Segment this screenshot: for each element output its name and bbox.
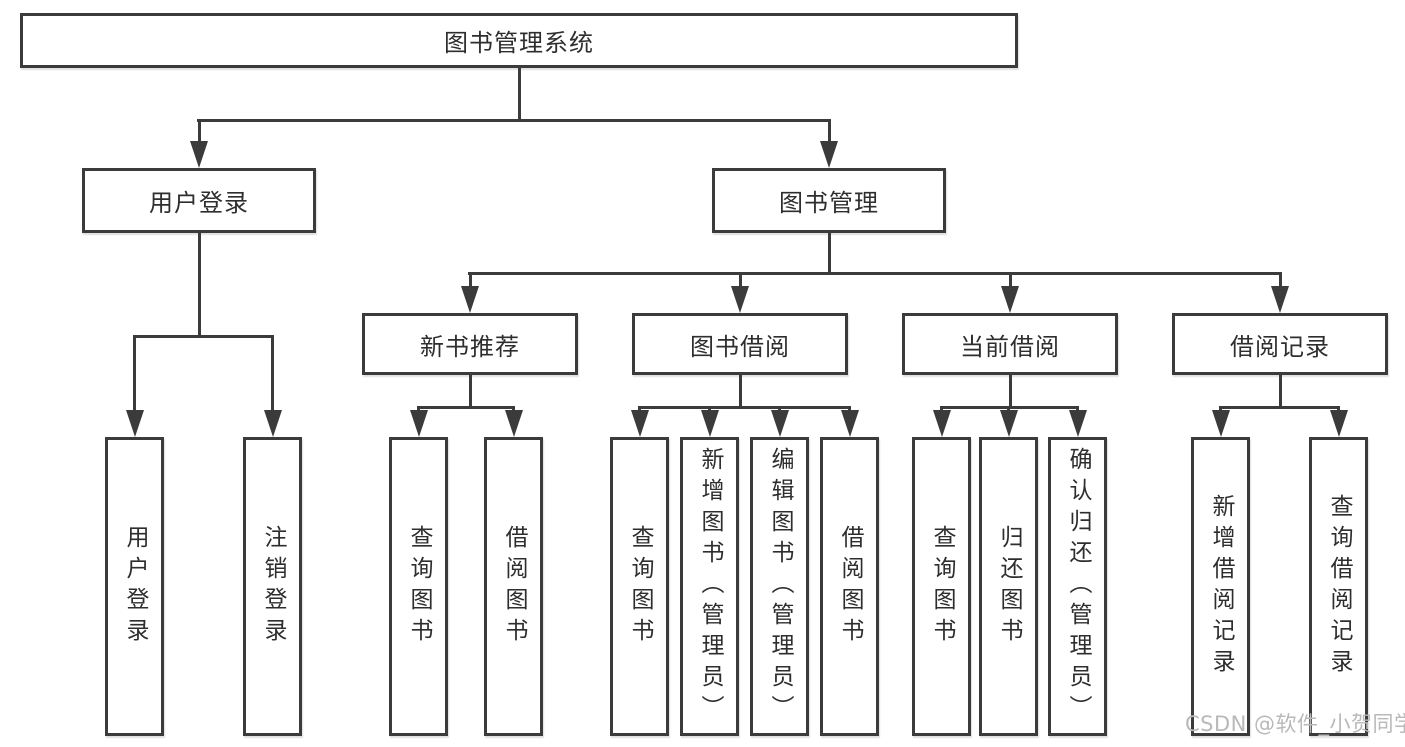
connector-line — [739, 272, 742, 286]
leaf-add-book-admin-label: 新增图书（管理员） — [697, 447, 723, 726]
connector-line — [638, 406, 851, 409]
connector-line — [197, 119, 831, 122]
leaf-borrow-books-recommend: 借阅图书 — [484, 437, 543, 736]
connector-line — [271, 335, 274, 410]
connector-line — [828, 119, 831, 141]
arrowhead-icon — [933, 410, 951, 437]
arrowhead-icon — [1212, 410, 1230, 437]
connector-line — [469, 272, 472, 286]
arrowhead-icon — [1330, 410, 1348, 437]
node-user-login-label: 用户登录 — [149, 189, 249, 217]
node-book-borrow: 图书借阅 — [632, 313, 848, 375]
connector-line — [417, 406, 420, 410]
connector-line — [198, 119, 201, 141]
leaf-borrow-books-recommend-label: 借阅图书 — [501, 524, 527, 649]
connector-line — [417, 406, 515, 409]
leaf-query-books-current-label: 查询图书 — [929, 524, 955, 649]
leaf-borrow-books: 借阅图书 — [820, 437, 879, 736]
arrowhead-icon — [264, 410, 282, 437]
arrowhead-icon — [631, 410, 649, 437]
arrowhead-icon — [190, 141, 208, 168]
connector-line — [1279, 272, 1282, 286]
leaf-add-borrow-record: 新增借阅记录 — [1191, 437, 1250, 736]
connector-line — [133, 335, 274, 338]
connector-line — [1009, 272, 1012, 286]
leaf-confirm-return-admin-label: 确认归还（管理员） — [1065, 447, 1091, 726]
arrowhead-icon — [505, 410, 523, 437]
arrowhead-icon — [1069, 410, 1087, 437]
leaf-logout-label: 注销登录 — [260, 524, 286, 649]
leaf-add-borrow-record-label: 新增借阅记录 — [1208, 493, 1234, 680]
node-current-borrow: 当前借阅 — [902, 313, 1118, 375]
node-new-book-recommend: 新书推荐 — [362, 313, 578, 375]
connector-line — [512, 406, 515, 410]
leaf-query-books-borrow: 查询图书 — [610, 437, 669, 736]
connector-line — [848, 406, 851, 410]
connector-line — [708, 406, 711, 410]
leaf-add-book-admin: 新增图书（管理员） — [680, 437, 739, 736]
connector-line — [1219, 406, 1222, 410]
connector-line — [469, 375, 472, 406]
arrowhead-icon — [731, 286, 749, 313]
leaf-edit-book-admin: 编辑图书（管理员） — [750, 437, 809, 736]
arrowhead-icon — [126, 410, 144, 437]
arrowhead-icon — [1001, 286, 1019, 313]
connector-line — [1219, 406, 1340, 409]
leaf-query-borrow-record-label: 查询借阅记录 — [1326, 493, 1352, 680]
leaf-query-books-recommend-label: 查询图书 — [406, 524, 432, 649]
connector-line — [518, 68, 521, 119]
arrowhead-icon — [410, 410, 428, 437]
connector-line — [638, 406, 641, 410]
leaf-logout: 注销登录 — [243, 437, 302, 736]
connector-line — [1279, 375, 1282, 406]
arrowhead-icon — [1271, 286, 1289, 313]
leaf-query-borrow-record: 查询借阅记录 — [1309, 437, 1368, 736]
connector-line — [940, 406, 943, 410]
node-root-label: 图书管理系统 — [444, 29, 594, 57]
leaf-borrow-books-label: 借阅图书 — [837, 524, 863, 649]
leaf-user-login: 用户登录 — [105, 437, 164, 736]
leaf-query-books-recommend: 查询图书 — [389, 437, 448, 736]
arrowhead-icon — [841, 410, 859, 437]
connector-line — [198, 233, 201, 335]
connector-line — [1009, 375, 1012, 406]
arrowhead-icon — [701, 410, 719, 437]
node-root: 图书管理系统 — [20, 13, 1018, 68]
leaf-query-books-current: 查询图书 — [912, 437, 971, 736]
node-current-borrow-label: 当前借阅 — [960, 332, 1060, 361]
connector-line — [133, 335, 136, 410]
node-book-management-label: 图书管理 — [779, 189, 879, 217]
arrowhead-icon — [461, 286, 479, 313]
connector-line — [468, 272, 1282, 275]
leaf-edit-book-admin-label: 编辑图书（管理员） — [767, 447, 793, 726]
node-book-management: 图书管理 — [712, 168, 946, 233]
node-borrow-records-label: 借阅记录 — [1230, 332, 1330, 361]
connector-line — [778, 406, 781, 410]
arrowhead-icon — [1000, 410, 1018, 437]
leaf-return-books-label: 归还图书 — [996, 524, 1022, 649]
arrowhead-icon — [771, 410, 789, 437]
connector-line — [1337, 406, 1340, 410]
connector-line — [739, 375, 742, 406]
node-user-login: 用户登录 — [82, 168, 316, 233]
leaf-query-books-borrow-label: 查询图书 — [627, 524, 653, 649]
connector-line — [1007, 406, 1010, 410]
node-book-borrow-label: 图书借阅 — [690, 332, 790, 361]
connector-line — [828, 233, 831, 272]
node-borrow-records: 借阅记录 — [1172, 313, 1388, 375]
leaf-return-books: 归还图书 — [979, 437, 1038, 736]
node-new-book-recommend-label: 新书推荐 — [420, 332, 520, 361]
leaf-confirm-return-admin: 确认归还（管理员） — [1048, 437, 1107, 736]
watermark: CSDN @软件_小贺同学 — [1185, 712, 1405, 736]
leaf-user-login-label: 用户登录 — [122, 524, 148, 649]
arrowhead-icon — [820, 141, 838, 168]
connector-line — [1076, 406, 1079, 410]
